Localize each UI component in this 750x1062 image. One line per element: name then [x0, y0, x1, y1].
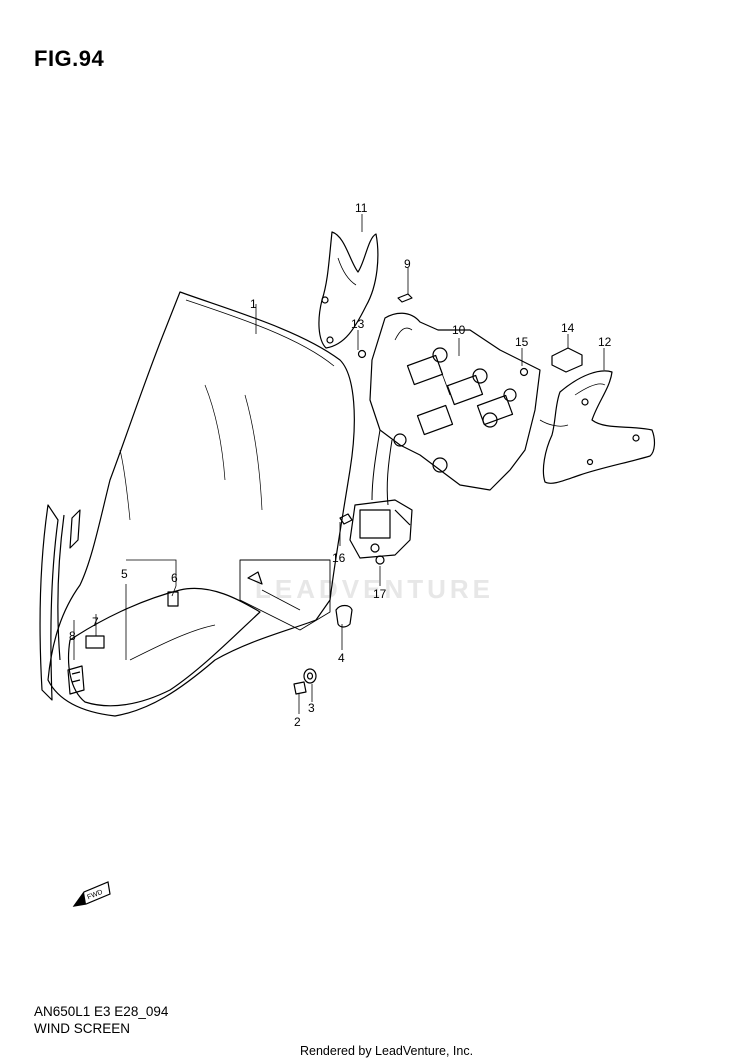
cover-part [542, 370, 656, 484]
callout-8: 8 [69, 629, 76, 643]
diagram-name: WIND SCREEN [34, 1021, 131, 1036]
diagram-code: AN650L1 E3 E28_094 [34, 1004, 169, 1019]
fwd-arrow-icon: FWD [72, 881, 111, 907]
bolt-part-16 [339, 513, 353, 525]
cushion-part-14 [551, 347, 583, 373]
emblem-part-6 [167, 591, 179, 607]
callout-15: 15 [515, 335, 529, 349]
emblem-part-8 [67, 665, 85, 695]
callout-17: 17 [373, 587, 387, 601]
rendered-by-credit: Rendered by LeadVenture, Inc. [300, 1044, 474, 1058]
callout-3: 3 [308, 701, 315, 715]
callout-10: 10 [452, 323, 466, 337]
bracket-assembly-part [369, 312, 569, 506]
callout-12: 12 [598, 335, 612, 349]
callout-11: 11 [355, 201, 368, 215]
emblem-part-7 [85, 635, 105, 649]
callout-14: 14 [561, 321, 575, 335]
callouts: 1 2 3 4 5 6 7 8 9 10 11 12 13 14 15 16 1… [69, 201, 612, 729]
windscreen-part [39, 291, 355, 717]
screw-part-15 [519, 367, 529, 377]
nut-part-17 [375, 555, 385, 565]
stay-bracket-part [318, 231, 379, 349]
grommet-part-4 [335, 604, 353, 628]
callout-16: 16 [332, 551, 346, 565]
watermark: LEADVENTURE [255, 574, 495, 604]
screw-part-2 [293, 681, 307, 695]
screw-part-9 [397, 293, 413, 303]
callout-9: 9 [404, 257, 411, 271]
clamp-part-13 [357, 349, 367, 359]
callout-5: 5 [121, 567, 128, 581]
callout-2: 2 [294, 715, 301, 729]
figure-title: FIG.94 [34, 46, 105, 71]
callout-1: 1 [250, 297, 257, 311]
callout-7: 7 [92, 615, 99, 629]
washer-part-3 [303, 668, 317, 684]
motor-unit-part [349, 499, 413, 559]
callout-6: 6 [171, 571, 178, 585]
callout-4: 4 [338, 651, 345, 665]
leader-lines [73, 214, 605, 714]
callout-13: 13 [351, 317, 365, 331]
